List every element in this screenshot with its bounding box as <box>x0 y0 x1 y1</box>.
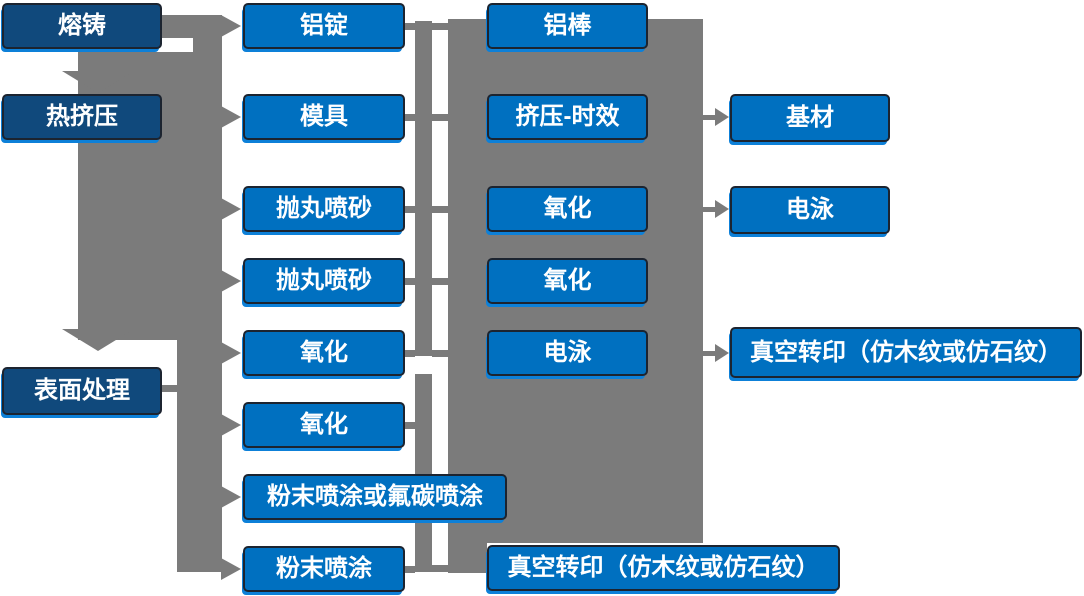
down-arrowhead-icon <box>62 329 134 351</box>
connector-stub <box>432 350 448 357</box>
node-electrophoresis-2: 电泳 <box>730 186 890 234</box>
connector-nub <box>405 278 415 285</box>
node-oxidation-1: 氧化 <box>243 330 405 376</box>
right-arrowhead-icon <box>221 15 241 37</box>
stage-hot-extrusion: 热挤压 <box>2 94 162 140</box>
connector-stub <box>432 565 448 572</box>
connector-left-band-lower <box>177 340 222 572</box>
node-shot-blasting-1: 抛丸喷砂 <box>243 186 405 232</box>
node-base-material: 基材 <box>730 94 890 142</box>
node-vacuum-transfer-2: 真空转印（仿木纹或仿石纹） <box>730 327 1082 378</box>
connector-process-block-tab <box>448 543 487 573</box>
stage-surface-treatment: 表面处理 <box>2 367 162 415</box>
connector-band-bridge <box>193 36 222 56</box>
node-shot-blasting-2: 抛丸喷砂 <box>243 258 405 304</box>
connector-mid-bar-lower <box>415 374 432 572</box>
stage-melting-casting: 熔铸 <box>2 3 162 49</box>
connector-nub <box>405 23 415 30</box>
node-powder-coating: 粉末喷涂 <box>243 546 405 592</box>
right-arrowhead-icon <box>221 270 241 292</box>
right-arrowhead-icon <box>221 558 241 580</box>
node-extrusion-aging: 挤压-时效 <box>487 94 648 140</box>
connector-arrow-stem <box>703 207 716 212</box>
connector-nub <box>405 566 415 573</box>
connector-surface-link <box>160 385 179 392</box>
connector-nub <box>405 350 415 357</box>
right-arrowhead-icon <box>715 200 729 218</box>
node-electrophoresis-1: 电泳 <box>487 330 648 376</box>
right-arrowhead-icon <box>715 108 729 126</box>
connector-stub <box>432 278 448 285</box>
down-arrowhead-icon <box>62 71 134 93</box>
right-arrowhead-icon <box>221 106 241 128</box>
node-aluminum-ingot: 铝锭 <box>243 3 405 49</box>
connector-nub <box>405 422 415 429</box>
node-vacuum-transfer-1: 真空转印（仿木纹或仿石纹） <box>487 545 840 591</box>
right-arrowhead-icon <box>715 344 729 362</box>
node-oxidation-3: 氧化 <box>487 186 648 232</box>
connector-melt-to-band <box>162 15 222 38</box>
connector-arrow-stem <box>703 115 716 120</box>
node-oxidation-2: 氧化 <box>243 402 405 448</box>
connector-arrow-stem <box>703 351 716 356</box>
node-oxidation-4: 氧化 <box>487 258 648 304</box>
right-arrowhead-icon <box>221 198 241 220</box>
right-arrowhead-icon <box>221 414 241 436</box>
connector-nub <box>405 114 415 121</box>
right-arrowhead-icon <box>221 342 241 364</box>
right-arrowhead-icon <box>221 486 241 508</box>
connector-stub <box>432 206 448 213</box>
connector-nub <box>405 206 415 213</box>
connector-mid-bar-upper <box>415 21 432 356</box>
node-powder-or-fluorocarbon-coating: 粉末喷涂或氟碳喷涂 <box>243 474 507 520</box>
connector-stub <box>432 23 448 30</box>
connector-stub <box>432 114 448 121</box>
node-mold: 模具 <box>243 94 405 140</box>
node-aluminum-rod: 铝棒 <box>487 3 648 49</box>
